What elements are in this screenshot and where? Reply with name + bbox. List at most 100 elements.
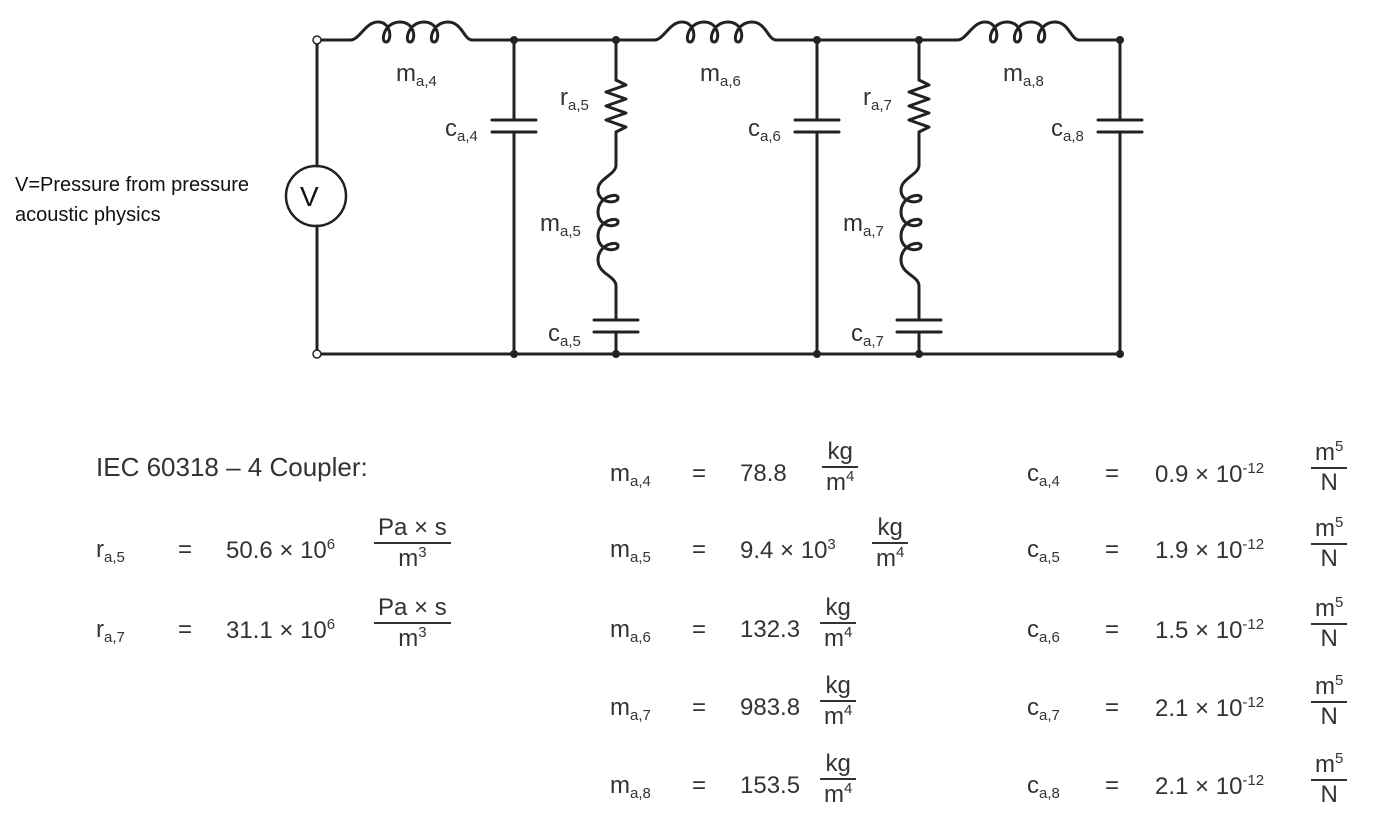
unit-fraction: m5 N: [1311, 750, 1348, 809]
unit-denominator: m4: [820, 622, 857, 653]
equation-value: 1.5 × 10-12: [1155, 616, 1265, 644]
junction-dot: [1116, 36, 1124, 44]
unit-numerator: m5: [1315, 514, 1344, 542]
terminal-top: [312, 35, 322, 45]
equation-symbol: ra,5: [96, 536, 125, 566]
terminal-bottom: [312, 349, 322, 359]
equation-value: 2.1 × 10-12: [1155, 772, 1265, 800]
resistor-ra5: [604, 78, 628, 134]
equals-sign: =: [692, 536, 707, 563]
unit-numerator: kg: [825, 594, 851, 621]
unit-denominator: m4: [820, 700, 857, 731]
equation-value: 153.5: [740, 772, 801, 799]
unit-denominator: N: [1311, 543, 1348, 573]
label-ca8: ca,8: [1051, 115, 1084, 145]
junction-dot: [915, 350, 923, 358]
equation-symbol: ca,7: [1027, 694, 1060, 724]
label-ma4: ma,4: [396, 60, 437, 90]
equation-value: 31.1 × 106: [226, 616, 336, 644]
label-ma7: ma,7: [843, 210, 884, 240]
equation-symbol: ma,6: [610, 616, 651, 646]
unit-numerator: Pa × s: [378, 594, 447, 621]
equals-sign: =: [692, 772, 707, 799]
unit-numerator: m5: [1315, 672, 1344, 700]
equals-sign: =: [1105, 460, 1120, 487]
unit-fraction: m5 N: [1311, 672, 1348, 731]
unit-numerator: kg: [825, 672, 851, 699]
unit-numerator: m5: [1315, 438, 1344, 466]
inductor-ma7: [899, 163, 923, 288]
unit-numerator: m5: [1315, 594, 1344, 622]
equation-symbol: ma,7: [610, 694, 651, 724]
unit-denominator: N: [1311, 701, 1348, 731]
source-symbol: V: [300, 181, 319, 212]
junction-dot: [813, 36, 821, 44]
equation-value: 0.9 × 10-12: [1155, 460, 1265, 488]
label-ra7: ra,7: [863, 84, 892, 114]
unit-denominator: N: [1311, 779, 1348, 809]
unit-numerator: kg: [827, 438, 853, 465]
unit-numerator: Pa × s: [378, 514, 447, 541]
equals-sign: =: [692, 460, 707, 487]
unit-numerator: kg: [877, 514, 903, 541]
unit-fraction: Pa × s m3: [374, 594, 451, 653]
label-ca4: ca,4: [445, 115, 478, 145]
junction-dot: [612, 36, 620, 44]
inductor-ma6: [652, 20, 778, 44]
unit-denominator: m3: [374, 622, 451, 653]
equals-sign: =: [692, 694, 707, 721]
equation-symbol: ma,8: [610, 772, 651, 802]
unit-fraction: Pa × s m3: [374, 514, 451, 573]
equation-symbol: ca,8: [1027, 772, 1060, 802]
label-ma5: ma,5: [540, 210, 581, 240]
equation-symbol: ma,5: [610, 536, 651, 566]
inductor-ma4: [348, 20, 474, 44]
equation-symbol: ca,5: [1027, 536, 1060, 566]
equals-sign: =: [1105, 694, 1120, 721]
equation-value: 2.1 × 10-12: [1155, 694, 1265, 722]
equation-value: 132.3: [740, 616, 801, 643]
equation-symbol: ra,7: [96, 616, 125, 646]
unit-fraction: kg m4: [820, 750, 857, 809]
junction-dot: [510, 350, 518, 358]
equation-symbol: ca,4: [1027, 460, 1060, 490]
junction-dot: [813, 350, 821, 358]
source-note-line: acoustic physics: [15, 204, 161, 226]
inductor-ma8: [955, 20, 1081, 44]
resistor-ra7: [907, 78, 931, 134]
junction-dot: [612, 350, 620, 358]
unit-fraction: m5 N: [1311, 594, 1348, 653]
equals-sign: =: [1105, 772, 1120, 799]
equals-sign: =: [692, 616, 707, 643]
unit-numerator: kg: [825, 750, 851, 777]
equals-sign: =: [1105, 616, 1120, 643]
equation-symbol: ca,6: [1027, 616, 1060, 646]
equals-sign: =: [178, 536, 193, 563]
unit-fraction: kg m4: [872, 514, 909, 573]
inductor-ma5: [596, 163, 620, 288]
acoustic-circuit-diagram: [284, 20, 1144, 359]
unit-denominator: m4: [820, 778, 857, 809]
label-ca5: ca,5: [548, 320, 581, 350]
unit-numerator: m5: [1315, 750, 1344, 778]
source-note: V=Pressure from pressure acoustic physic…: [15, 170, 249, 230]
junction-dot: [1116, 350, 1124, 358]
equation-value: 9.4 × 103: [740, 536, 836, 564]
equals-sign: =: [1105, 536, 1120, 563]
equation-value: 1.9 × 10-12: [1155, 536, 1265, 564]
unit-fraction: kg m4: [822, 438, 859, 497]
label-ca6: ca,6: [748, 115, 781, 145]
equals-sign: =: [178, 616, 193, 643]
equation-symbol: ma,4: [610, 460, 651, 490]
equation-value: 983.8: [740, 694, 801, 721]
label-ca7: ca,7: [851, 320, 884, 350]
label-ra5: ra,5: [560, 84, 589, 114]
coupler-title: IEC 60318 – 4 Coupler:: [96, 452, 368, 482]
unit-fraction: m5 N: [1311, 438, 1348, 497]
label-ma6: ma,6: [700, 60, 741, 90]
unit-denominator: m3: [374, 542, 451, 573]
junction-dot: [915, 36, 923, 44]
unit-denominator: m4: [822, 466, 859, 497]
unit-fraction: kg m4: [820, 594, 857, 653]
source-note-line: V=Pressure from pressure: [15, 174, 249, 196]
